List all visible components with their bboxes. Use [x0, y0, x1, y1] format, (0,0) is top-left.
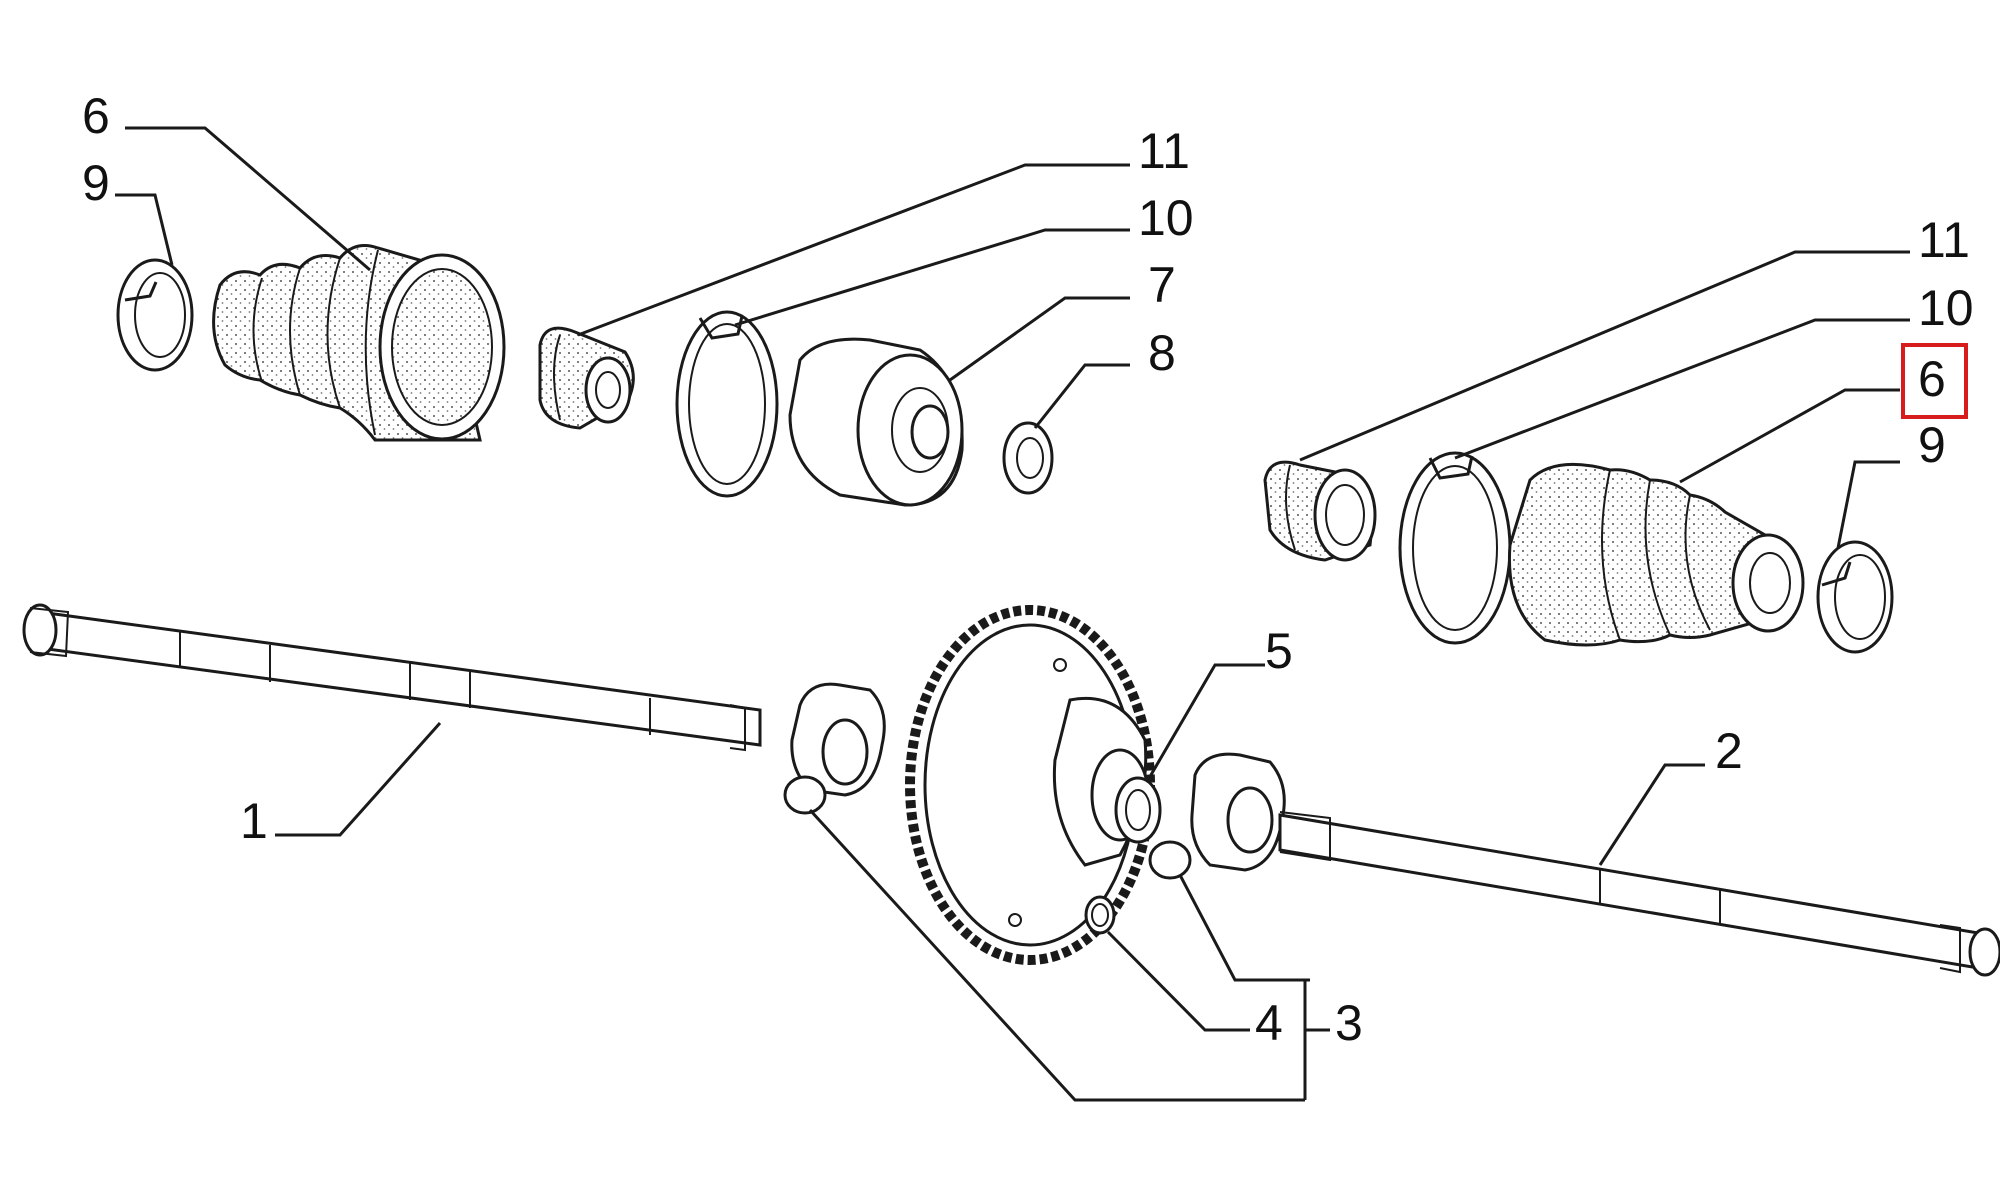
callout-10-left: 10	[1138, 190, 1194, 246]
axle-shaft-left	[22, 603, 762, 752]
callout-2: 2	[1715, 723, 1743, 779]
callout-3: 3	[1335, 995, 1363, 1051]
callout-11-right: 11	[1918, 212, 1970, 268]
callout-9-left: 9	[82, 155, 110, 211]
differential-gear-left	[783, 682, 886, 815]
callout-6-highlight-box	[1901, 343, 1968, 419]
joint-housing-left	[788, 337, 964, 507]
thrust-washer	[1114, 776, 1162, 844]
callout-9-right: 9	[1918, 417, 1946, 473]
callout-7: 7	[1148, 257, 1176, 313]
inner-boot-right	[1263, 460, 1377, 562]
o-ring	[1084, 895, 1116, 935]
clamp-ring-right	[1816, 540, 1894, 654]
callout-5: 5	[1265, 623, 1293, 679]
callout-6-right: 6	[1918, 351, 1946, 407]
clamp-ring-left	[116, 258, 194, 372]
protective-boot-right	[1507, 462, 1805, 647]
callout-8: 8	[1148, 325, 1176, 381]
axle-shaft-right	[1278, 811, 2000, 977]
callout-labels: 6 9 11 10 7 8 11 10 6 9 5 2 1 4 3	[82, 88, 1974, 1051]
callout-1: 1	[240, 793, 268, 849]
callout-10-right: 10	[1918, 280, 1974, 336]
inner-boot-left	[538, 326, 635, 430]
snap-ring-left	[1002, 421, 1054, 495]
differential-gear-right	[1148, 752, 1286, 880]
callout-6-left: 6	[82, 88, 110, 144]
protective-boot-left	[212, 244, 506, 442]
callout-11-left: 11	[1138, 123, 1190, 179]
band-clamp-left	[675, 310, 779, 498]
callout-4: 4	[1255, 995, 1283, 1051]
leader-lines	[115, 126, 1910, 1102]
ring-gear	[905, 605, 1155, 965]
band-clamp-right	[1398, 451, 1512, 645]
